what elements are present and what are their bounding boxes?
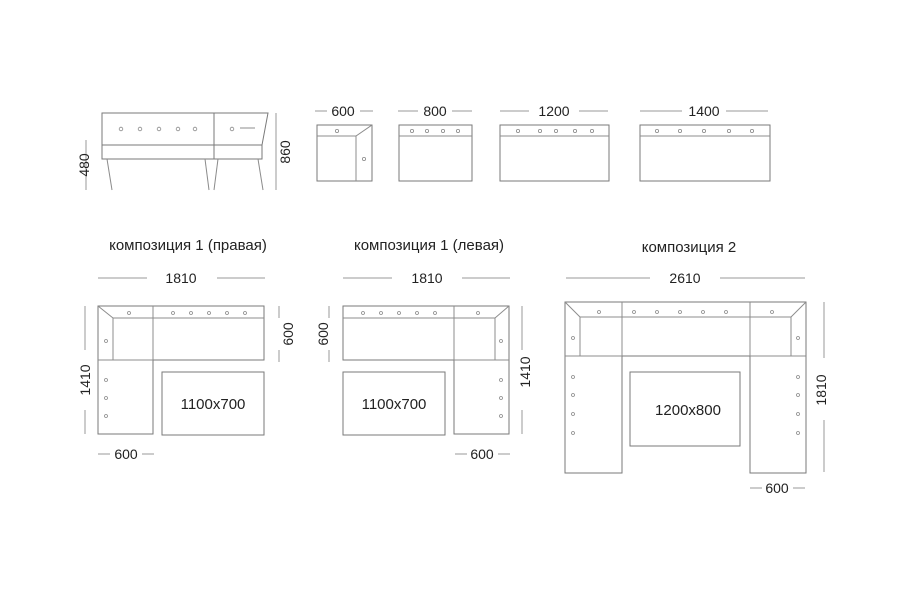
composition-1-left-width-label: 1810 xyxy=(411,270,442,286)
composition-1-right-table-label: 1100x700 xyxy=(181,396,246,413)
module-1400-width-label: 1400 xyxy=(688,103,719,119)
composition-1-right-depth-label: 1410 xyxy=(77,364,93,395)
composition-1-left: композиция 1 (левая) 1810 600 1410 1100x… xyxy=(315,237,533,462)
module-600: 600 xyxy=(315,103,373,182)
composition-1-right-arm-depth-label: 600 xyxy=(280,322,296,346)
composition-1-right-title: композиция 1 (правая) xyxy=(109,237,267,254)
composition-1-right-width-label: 1810 xyxy=(165,270,196,286)
composition-2-title: композиция 2 xyxy=(642,239,737,256)
module-1400: 1400 xyxy=(639,103,771,182)
composition-2-width-label: 2610 xyxy=(669,270,700,286)
composition-2-seat-depth-label: 600 xyxy=(765,480,789,496)
composition-2-table-label: 1200x800 xyxy=(655,402,721,419)
composition-1-left-seat-depth-label: 600 xyxy=(470,446,494,462)
composition-1-left-table-label: 1100x700 xyxy=(362,396,427,413)
side-height-back-label: 860 xyxy=(277,140,293,164)
composition-1-right: композиция 1 (правая) 1810 1410 600 1100… xyxy=(77,237,296,462)
module-600-width-label: 600 xyxy=(331,103,355,119)
composition-1-left-title: композиция 1 (левая) xyxy=(354,237,504,254)
side-height-seat-label: 480 xyxy=(76,153,92,177)
module-1200-width-label: 1200 xyxy=(538,103,569,119)
module-1200: 1200 xyxy=(499,103,610,182)
module-800: 800 xyxy=(398,103,473,182)
composition-1-right-seat-depth-label: 600 xyxy=(114,446,138,462)
composition-2: композиция 2 2610 1810 xyxy=(564,239,829,496)
module-800-width-label: 800 xyxy=(423,103,447,119)
composition-1-left-arm-depth-label: 600 xyxy=(315,322,331,346)
composition-2-depth-label: 1810 xyxy=(813,374,829,405)
composition-1-left-depth-label: 1410 xyxy=(517,356,533,387)
sofa-side-view: 480 860 xyxy=(76,112,293,191)
